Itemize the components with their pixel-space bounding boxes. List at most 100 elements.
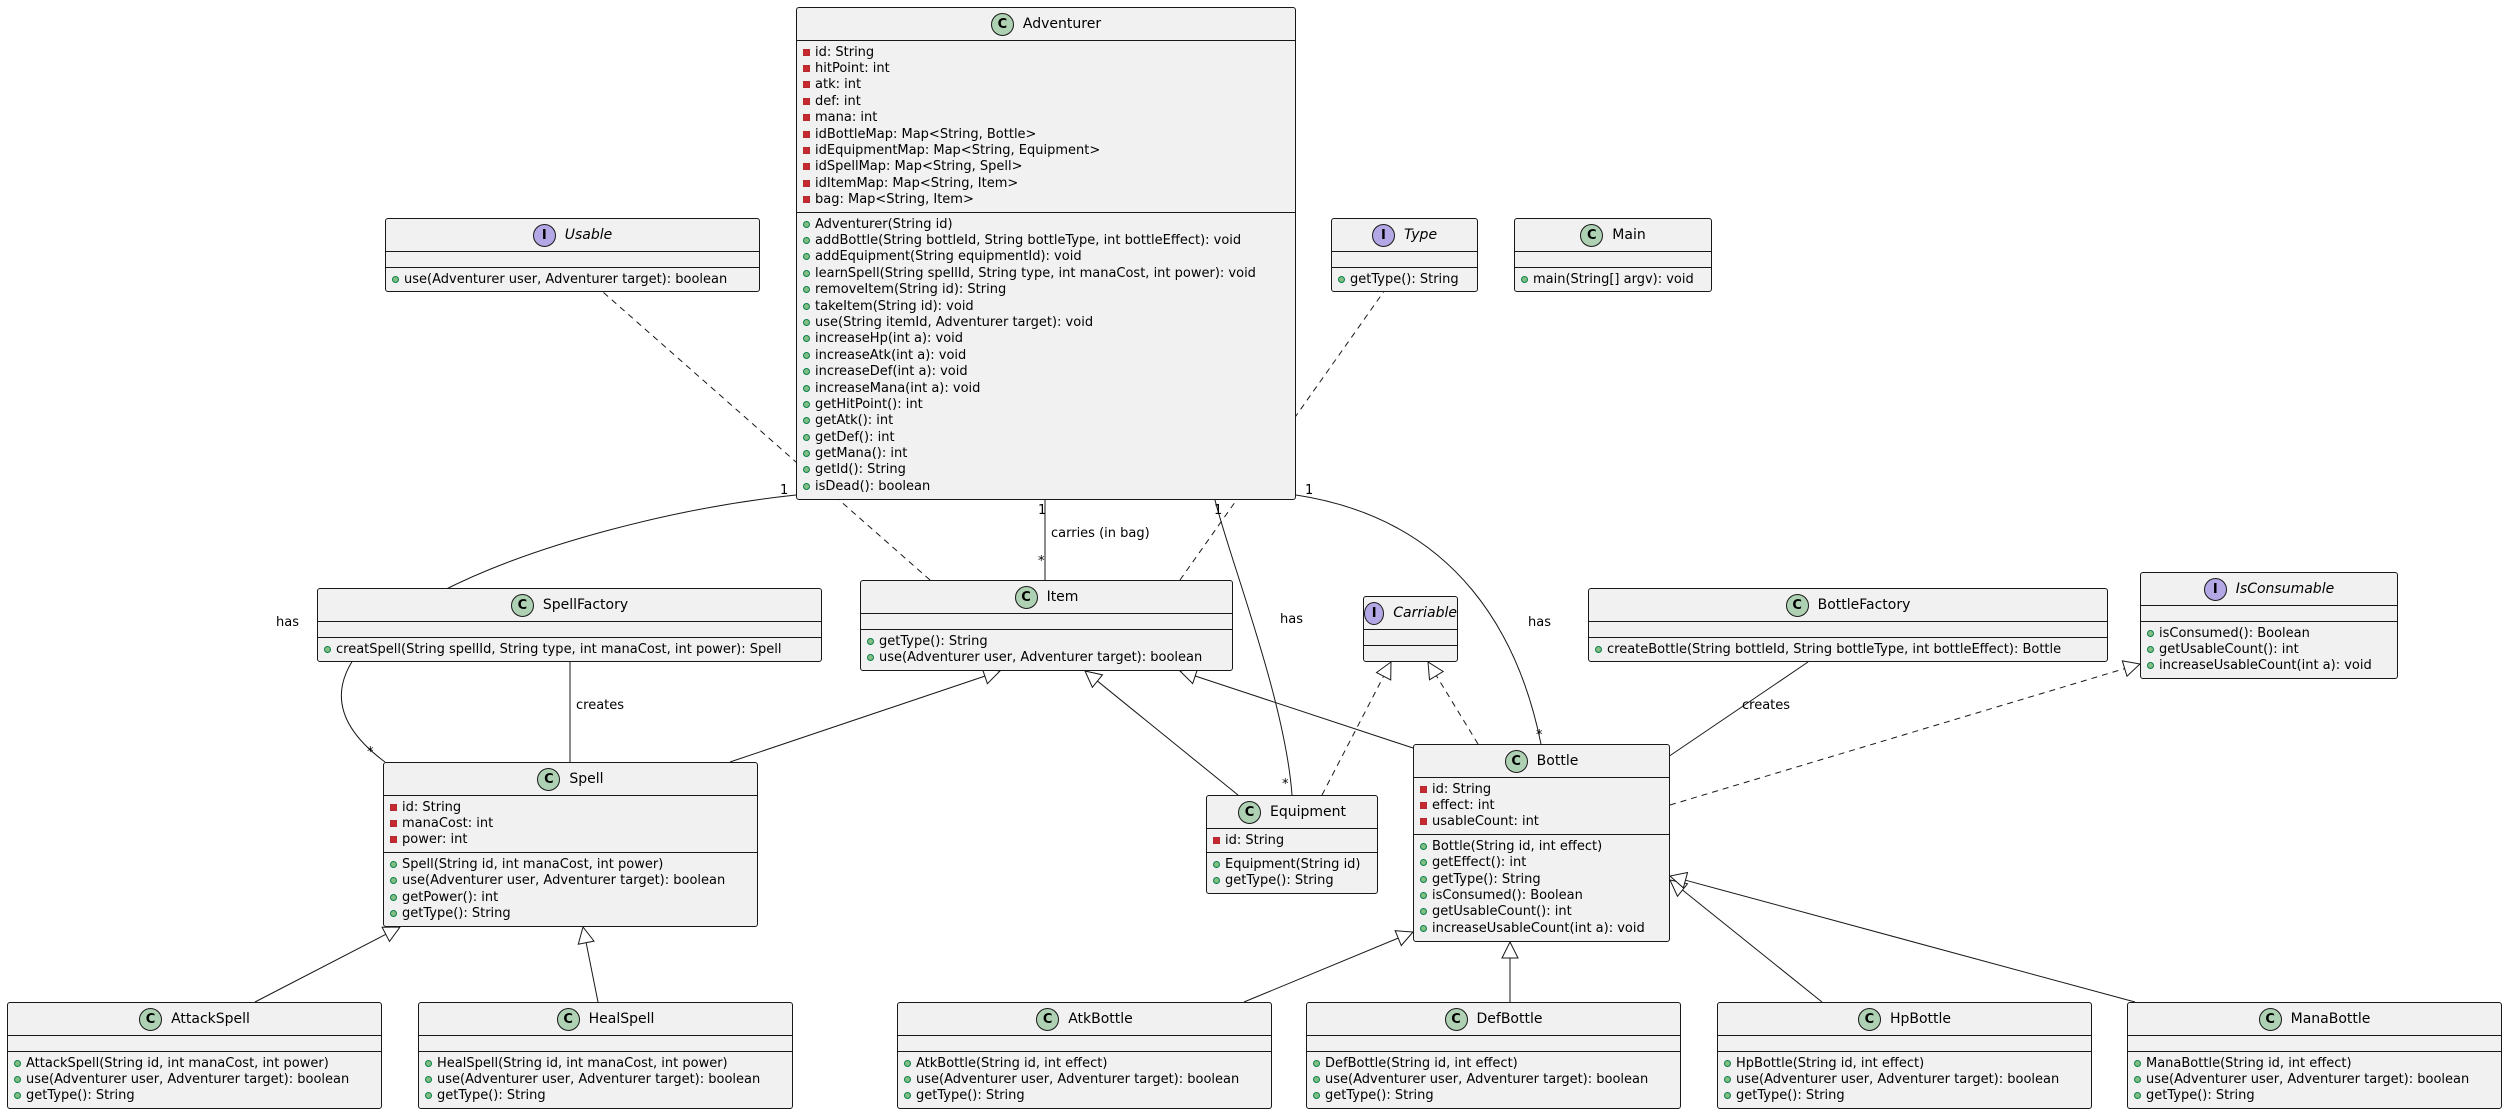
public-visibility-icon [803,368,810,376]
method-signature: getType(): String [879,633,988,649]
class-name: Item [1046,589,1079,605]
class-name: Carriable [1393,605,1457,621]
multiplicity-label: * [367,745,374,760]
method-signature: Adventurer(String id) [815,216,953,232]
class-badge-icon: C [990,12,1014,36]
private-visibility-icon [803,147,810,155]
method-row: getType(): String [390,905,751,921]
private-visibility-icon [803,65,810,73]
field-row: idSpellMap: Map<String, Spell> [803,159,1289,175]
method-signature: getType(): String [402,906,511,922]
method-row: increaseUsableCount(int a): void [1420,920,1663,936]
method-signature: increaseUsableCount(int a): void [1432,920,1645,936]
field-signature: hitPoint: int [815,61,890,77]
method-row: getType(): String [425,1088,786,1104]
method-row: increaseAtk(int a): void [803,347,1289,363]
relation-item-type [1179,275,1396,581]
class-badge-icon: C [1444,1007,1468,1031]
method-row: use(String itemId, Adventurer target): v… [803,314,1289,330]
method-signature: use(Adventurer user, Adventurer target):… [437,1072,761,1088]
method-compartment: DefBottle(String id, int effect)use(Adve… [1307,1051,1680,1108]
class-badge-icon: C [1857,1007,1881,1031]
field-signature: id: String [1225,832,1285,848]
field-row: manaCost: int [390,815,751,831]
relation-bottle-isconsumable-arrowhead [2121,660,2142,678]
method-row: use(Adventurer user, Adventurer target):… [2134,1071,2495,1087]
field-compartment [318,621,821,637]
method-compartment: AtkBottle(String id, int effect)use(Adve… [898,1051,1271,1108]
field-signature: power: int [402,832,468,848]
method-signature: use(Adventurer user, Adventurer target):… [879,650,1203,666]
class-name: SpellFactory [542,597,629,613]
class-name: ManaBottle [2290,1011,2371,1027]
field-compartment [1718,1035,2091,1051]
field-compartment [1307,1035,1680,1051]
relation-manabottle-bottle [1685,879,2136,1003]
field-signature: manaCost: int [402,816,494,832]
relation-hpbottle-bottle [1682,889,1823,1003]
public-visibility-icon [803,220,810,228]
field-compartment: id: String [1207,828,1377,852]
method-signature: getHitPoint(): int [815,396,923,412]
class-badge-icon: C [1580,223,1604,247]
class-header: C DefBottle [1307,1003,1680,1035]
public-visibility-icon [1213,861,1220,869]
public-visibility-icon [390,893,397,901]
method-row: getType(): String [904,1088,1265,1104]
private-visibility-icon [803,97,810,105]
method-row: HealSpell(String id, int manaCost, int p… [425,1055,786,1071]
public-visibility-icon [1595,645,1602,653]
class-name: AttackSpell [171,1011,250,1027]
class-badge-icon: C [1014,585,1038,609]
interface-badge-icon: I [1371,223,1395,247]
method-signature: increaseMana(int a): void [815,380,981,396]
public-visibility-icon [2147,646,2154,654]
method-signature: getAtk(): int [815,413,894,429]
field-signature: mana: int [815,110,878,126]
method-signature: getType(): String [916,1088,1025,1104]
class-name: Main [1612,227,1646,243]
method-row: increaseMana(int a): void [803,380,1289,396]
relation-equipment-item [1097,680,1239,796]
interface-badge-icon: I [1364,601,1385,625]
method-signature: use(String itemId, Adventurer target): v… [815,314,1094,330]
relation-label: creates [1742,698,1791,713]
public-visibility-icon [2147,662,2154,670]
class-name: AtkBottle [1068,1011,1133,1027]
field-row: idEquipmentMap: Map<String, Equipment> [803,142,1289,158]
method-row: addBottle(String bottleId, String bottle… [803,232,1289,248]
field-compartment [898,1035,1271,1051]
class-carriable[interactable]: I Carriable [1363,596,1458,662]
field-compartment [1364,629,1457,645]
method-compartment: Equipment(String id)getType(): String [1207,852,1377,893]
class-name: DefBottle [1476,1011,1543,1027]
field-signature: idItemMap: Map<String, Item> [815,175,1019,191]
relation-attackspell-spell-arrowhead [381,926,401,943]
method-compartment: HpBottle(String id, int effect)use(Adven… [1718,1051,2091,1108]
public-visibility-icon [803,466,810,474]
relation-label: creates [576,698,625,713]
public-visibility-icon [803,450,810,458]
class-badge-icon: C [537,767,561,791]
